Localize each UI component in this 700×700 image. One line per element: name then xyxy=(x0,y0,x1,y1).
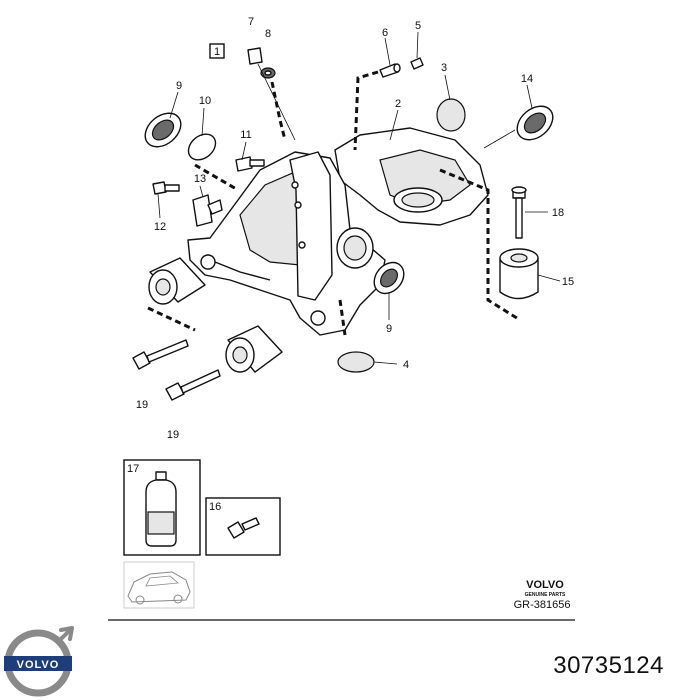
callout-7: 7 xyxy=(248,16,254,28)
callout-19-front: 19 xyxy=(136,399,148,411)
part-number: 30735124 xyxy=(553,652,664,679)
callout-8: 8 xyxy=(265,28,271,40)
subframe-bolt-front xyxy=(132,339,189,370)
bolt-icon xyxy=(227,517,260,539)
volvo-iron-mark-icon: VOLVO xyxy=(4,626,74,697)
cover-plug-upper xyxy=(436,98,466,132)
drawing-reference: GR-381656 xyxy=(514,599,571,611)
callout-4: 4 xyxy=(403,359,409,371)
frame-label-box xyxy=(209,43,225,59)
callout-3: 3 xyxy=(441,62,447,74)
callout-11: 11 xyxy=(240,129,251,141)
callout-14: 14 xyxy=(521,73,533,85)
frame-label: 1 xyxy=(214,46,220,58)
fill-plug xyxy=(247,47,263,65)
callout-16: 16 xyxy=(209,501,221,513)
dashed-line-bushing-right xyxy=(439,168,521,322)
brand-subtitle: GENUINE PARTS xyxy=(525,592,566,598)
shaft-seal-left xyxy=(144,112,182,148)
dashed-line-fill-plug xyxy=(270,81,287,141)
brand-name: VOLVO xyxy=(526,579,564,591)
callout-18: 18 xyxy=(552,207,564,219)
shaft-seal-right xyxy=(516,105,554,141)
callout-5: 5 xyxy=(415,20,421,32)
breather-cap xyxy=(410,57,424,70)
o-ring xyxy=(187,133,217,161)
plug-washer xyxy=(260,67,276,79)
callout-9: 9 xyxy=(176,80,182,92)
callout-19-rear: 19 xyxy=(167,429,179,441)
differential-carrier-housing xyxy=(334,127,489,226)
dashed-line-o-ring xyxy=(194,163,239,192)
subframe-bolt-rear xyxy=(165,369,221,401)
callout-10: 10 xyxy=(199,95,211,107)
inset-box-bolt xyxy=(205,497,281,556)
logo-wordmark: VOLVO xyxy=(17,659,60,671)
rear-subframe xyxy=(187,151,386,336)
oil-bottle-icon xyxy=(145,471,177,547)
callout-13: 13 xyxy=(194,173,206,185)
dashed-line-breather xyxy=(353,70,379,151)
clip xyxy=(192,194,223,227)
breather-nipple xyxy=(379,63,401,78)
subframe-bushing-upper xyxy=(148,257,206,305)
bracket-bolt xyxy=(152,181,180,195)
subframe-bushing-lower xyxy=(225,325,283,373)
vehicle-thumbnail-icon xyxy=(123,561,195,609)
cover-plug-lower xyxy=(337,351,375,373)
callout-15: 15 xyxy=(562,276,574,288)
callout-17: 17 xyxy=(127,463,139,475)
shaft-seal-lower xyxy=(373,261,405,295)
callout-6: 6 xyxy=(382,27,388,39)
mount-bolt xyxy=(511,186,527,239)
callout-12: 12 xyxy=(154,221,166,233)
dashed-line-bushing-left xyxy=(147,306,196,332)
dashed-line-plug-lower xyxy=(338,299,347,336)
inset-box-oil xyxy=(123,459,201,556)
sensor-bolt xyxy=(235,156,265,172)
callout-2: 2 xyxy=(395,98,401,110)
housing-mount-bushing xyxy=(499,248,539,300)
callout-9-lower: 9 xyxy=(386,323,392,335)
